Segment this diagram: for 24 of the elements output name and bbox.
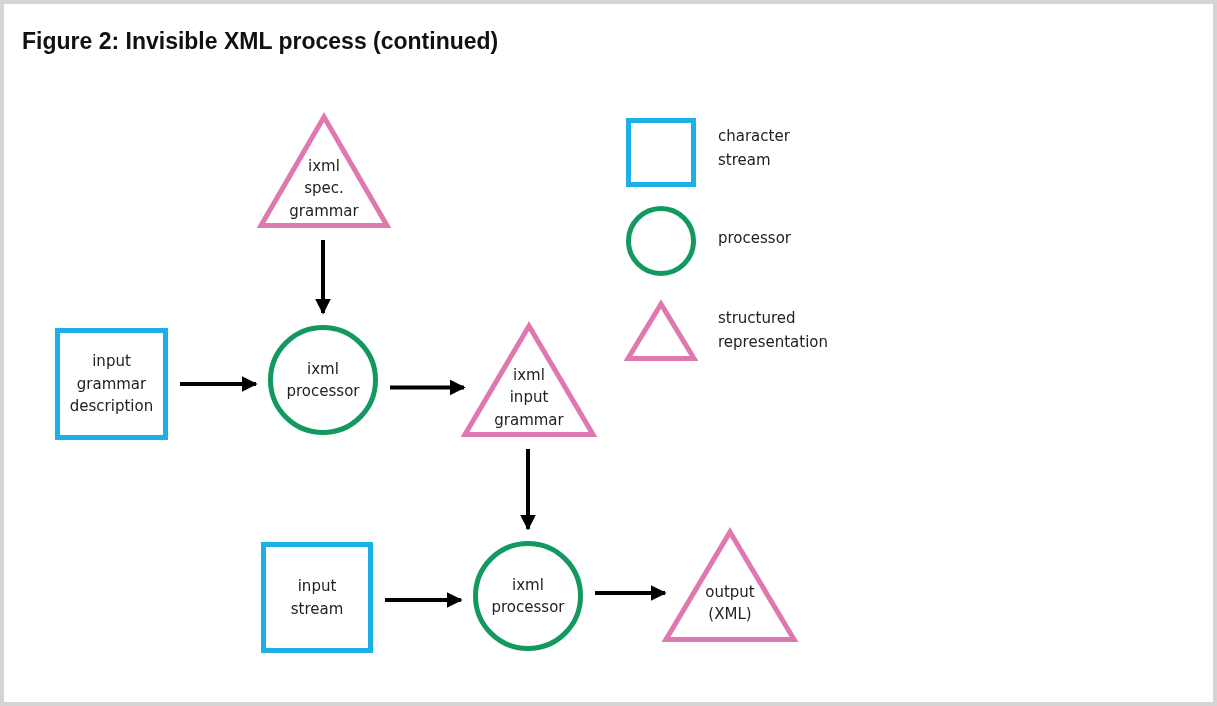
node-label: input stream: [289, 576, 345, 620]
legend-text: processor: [718, 228, 792, 249]
legend-text: character stream: [718, 126, 791, 171]
figure-title: Figure 2: Invisible XML process (continued): [22, 28, 499, 55]
structure-triangle: [258, 113, 390, 228]
arrow: [315, 240, 331, 315]
processor-circle: [473, 541, 583, 651]
node-label: ixml input grammar: [494, 364, 564, 431]
arrow: [180, 376, 258, 392]
node-label: output (XML): [704, 581, 756, 625]
structure-triangle: [462, 322, 596, 437]
arrow: [390, 379, 466, 396]
stream-square: [261, 542, 373, 653]
processor-circle: [268, 325, 378, 435]
node-label: ixml spec. grammar: [289, 155, 359, 222]
structure-triangle: [663, 528, 797, 642]
stream-square: [55, 328, 168, 440]
node-label: input grammar description: [68, 351, 155, 418]
arrow: [595, 585, 667, 601]
legend-text: structured representation: [718, 308, 829, 353]
arrow: [385, 592, 463, 608]
arrow: [520, 449, 536, 531]
node-label: ixml processor: [490, 574, 566, 618]
node-label: ixml processor: [285, 358, 361, 402]
